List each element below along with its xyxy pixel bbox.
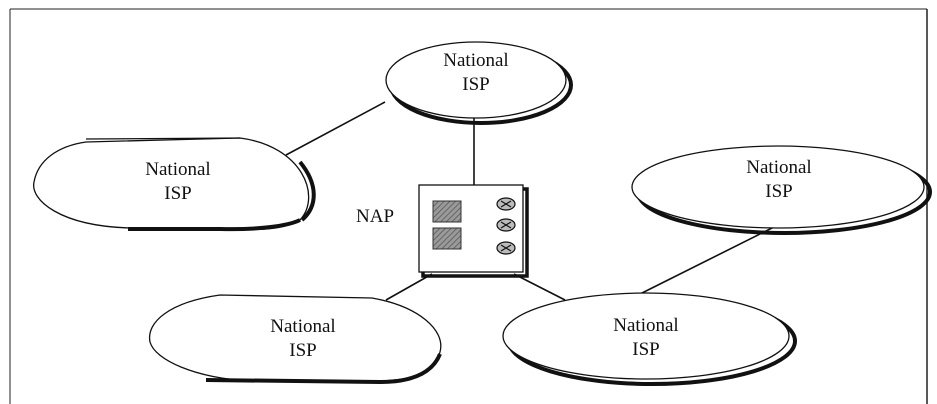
router-icon-3 [496,241,516,255]
switch-icon-2 [432,227,462,250]
link-nap-to-bottom-left [385,273,433,301]
isp-right-label-line2: ISP [765,181,792,202]
isp-right-label-line1: National [746,157,811,178]
link-right-to-bottom-right [639,225,777,295]
router-icon-2 [496,218,516,232]
isp-left-label-line1: National [145,159,210,180]
isp-node-top: National ISP [385,41,573,125]
connection-lines [285,101,777,301]
isp-node-bottom-left: National ISP [148,294,442,385]
isp-bottom-right-label-line2: ISP [632,339,659,360]
router-icon-1 [496,197,516,211]
nap-label: NAP [356,206,394,227]
isp-top-label-line1: National [443,50,508,71]
link-top-to-left [285,101,386,156]
isp-bottom-left-label-line1: National [270,316,335,337]
isp-node-right: National ISP [631,145,932,235]
isp-node-left: National ISP [33,137,316,232]
isp-left-label-line2: ISP [164,183,191,204]
switch-icon-1 [432,200,462,223]
isp-bottom-right-label-line1: National [613,315,678,336]
nap-node: NAP [356,184,529,278]
isp-bottom-left-label-line2: ISP [289,340,316,361]
link-nap-to-bottom-right [513,273,566,301]
diagram-frame [9,8,928,404]
isp-node-bottom-right: National ISP [502,292,797,386]
isp-top-label-line2: ISP [462,74,489,95]
